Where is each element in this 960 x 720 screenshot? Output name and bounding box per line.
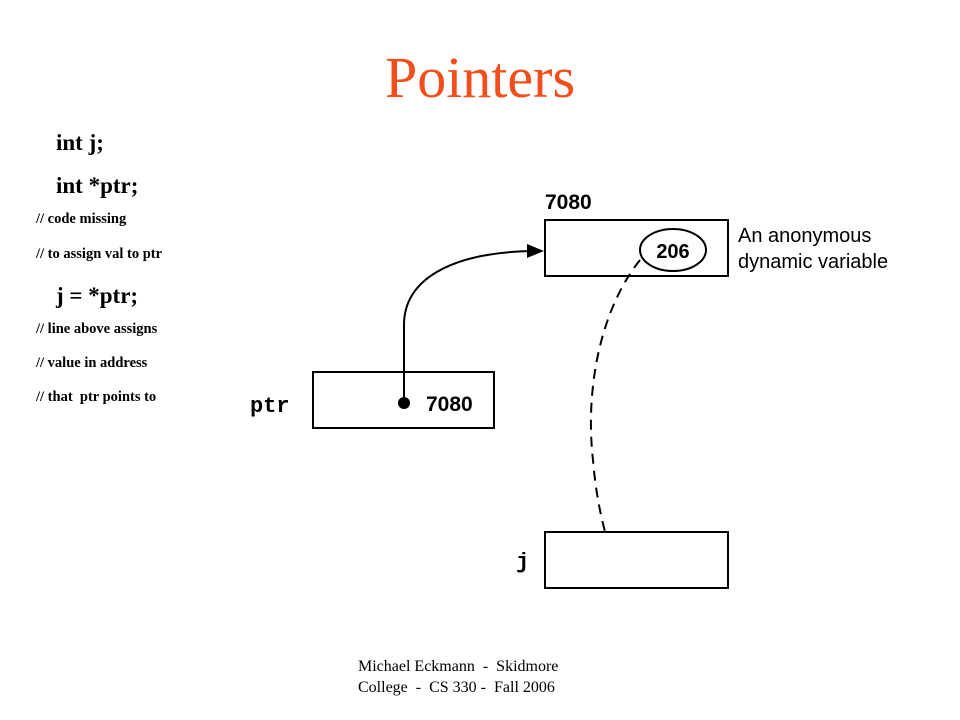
address-label: 7080 [545,191,592,214]
pointer-arrowhead [527,244,544,258]
j-label: j [516,550,529,575]
code-comment-ptr-points: // that ptr points to [36,389,157,405]
ptr-value: 7080 [426,393,473,416]
pointer-arrow [403,250,536,403]
anon-caption-line1: An anonymous [738,225,871,247]
anon-value-oval [639,228,707,272]
dereference-arrow [589,259,641,566]
slide-title: Pointers [384,45,576,110]
slide-footer: Michael Eckmann - Skidmore College - CS … [358,656,618,698]
code-line-deref: j = *ptr; [56,283,139,308]
code-comment-line-above: // line above assigns [36,321,158,337]
anon-value: 206 [656,241,689,263]
code-comment-assign-val: // to assign val to ptr [36,246,163,262]
anon-caption-line2: dynamic variable [738,251,888,273]
footer-line2: College - CS 330 - Fall 2006 [358,679,555,696]
ptr-label: ptr [250,394,290,419]
j-box [544,531,729,589]
code-line-int-ptr: int *ptr; [56,173,139,198]
code-comment-code-missing: // code missing [36,211,127,227]
code-line-int-j: int j; [56,130,104,155]
code-comment-value-address: // value in address [36,355,148,371]
footer-line1: Michael Eckmann - Skidmore [358,658,559,675]
